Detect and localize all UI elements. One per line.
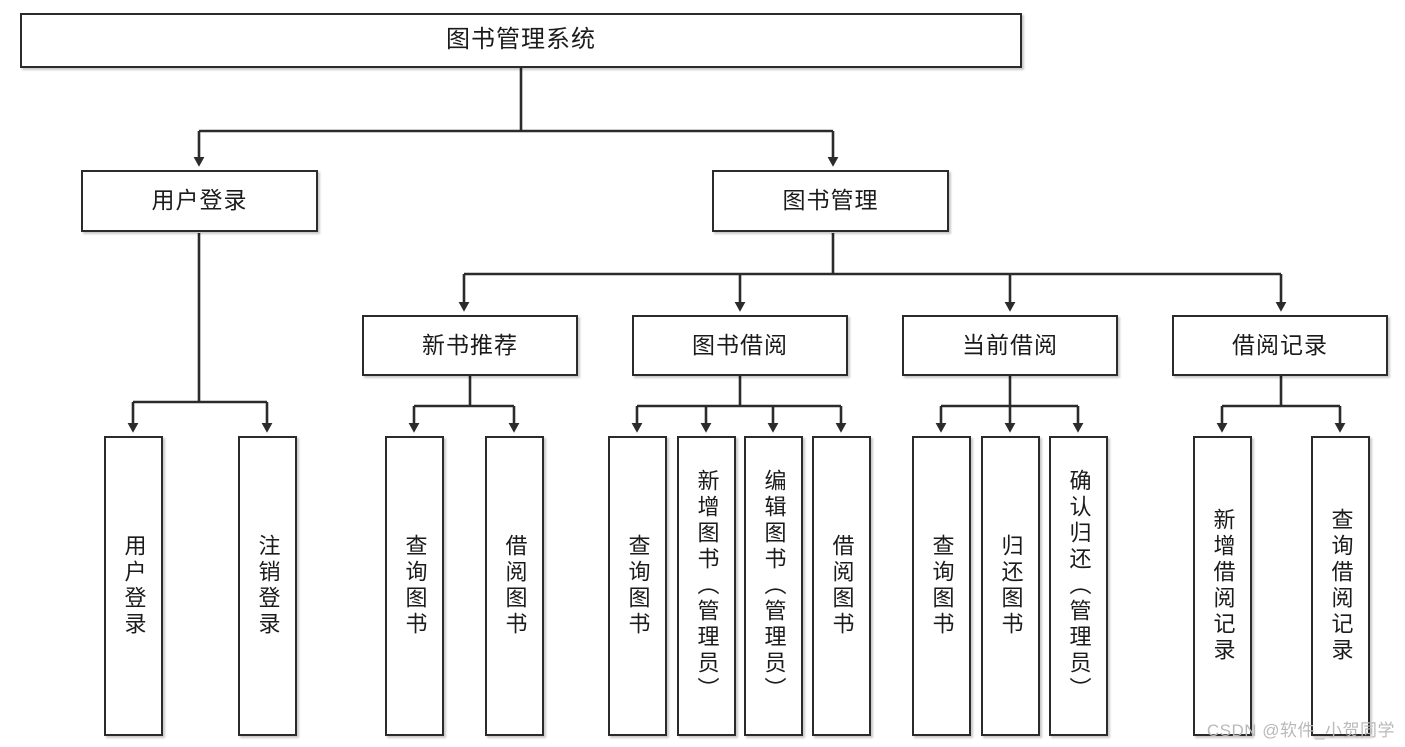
node-leaf-query-record[interactable]: 查询借阅记录 xyxy=(1311,436,1370,736)
node-leaf-add-book[interactable]: 新增图书（管理员） xyxy=(677,436,736,736)
node-leaf-borrow-book-2-label: 借阅图书 xyxy=(829,534,855,638)
node-leaf-add-record-label: 新增借阅记录 xyxy=(1210,508,1236,664)
node-book-borrow-label: 图书借阅 xyxy=(692,331,788,358)
node-leaf-borrow-book-2[interactable]: 借阅图书 xyxy=(812,436,871,736)
node-root[interactable]: 图书管理系统 xyxy=(20,13,1022,68)
node-leaf-logout[interactable]: 注销登录 xyxy=(238,436,297,736)
node-leaf-query-book-2[interactable]: 查询图书 xyxy=(608,436,667,736)
node-current-borrow-label: 当前借阅 xyxy=(962,331,1058,358)
node-leaf-query-book-1[interactable]: 查询图书 xyxy=(385,436,444,736)
node-leaf-user-login-label: 用户登录 xyxy=(121,534,147,638)
node-leaf-query-book-3[interactable]: 查询图书 xyxy=(912,436,971,736)
node-book-borrow[interactable]: 图书借阅 xyxy=(632,315,848,376)
node-leaf-query-record-label: 查询借阅记录 xyxy=(1328,508,1354,664)
node-leaf-logout-label: 注销登录 xyxy=(255,534,281,638)
node-book-manage-label: 图书管理 xyxy=(782,187,879,214)
node-leaf-confirm-return-label: 确认归还（管理员） xyxy=(1066,469,1092,703)
node-borrow-record-label: 借阅记录 xyxy=(1232,331,1328,358)
node-leaf-query-book-3-label: 查询图书 xyxy=(929,534,955,638)
node-user-login[interactable]: 用户登录 xyxy=(81,170,318,232)
node-book-manage[interactable]: 图书管理 xyxy=(712,170,949,232)
node-user-login-label: 用户登录 xyxy=(151,187,248,214)
node-leaf-borrow-book-1-label: 借阅图书 xyxy=(502,534,528,638)
node-new-book-recommend[interactable]: 新书推荐 xyxy=(362,315,578,376)
node-root-label: 图书管理系统 xyxy=(446,26,596,54)
node-leaf-edit-book[interactable]: 编辑图书（管理员） xyxy=(744,436,803,736)
node-leaf-borrow-book-1[interactable]: 借阅图书 xyxy=(485,436,544,736)
node-new-book-recommend-label: 新书推荐 xyxy=(422,331,518,358)
node-leaf-add-book-label: 新增图书（管理员） xyxy=(694,469,720,703)
node-leaf-add-record[interactable]: 新增借阅记录 xyxy=(1193,436,1252,736)
node-leaf-edit-book-label: 编辑图书（管理员） xyxy=(761,469,787,703)
node-leaf-return-book-label: 归还图书 xyxy=(998,534,1024,638)
node-borrow-record[interactable]: 借阅记录 xyxy=(1172,315,1388,376)
node-current-borrow[interactable]: 当前借阅 xyxy=(902,315,1118,376)
node-leaf-confirm-return[interactable]: 确认归还（管理员） xyxy=(1049,436,1108,736)
node-leaf-query-book-1-label: 查询图书 xyxy=(402,534,428,638)
csdn-watermark: CSDN @软件_小贺同学 xyxy=(1206,721,1395,740)
node-leaf-user-login[interactable]: 用户登录 xyxy=(104,436,163,736)
node-leaf-return-book[interactable]: 归还图书 xyxy=(981,436,1040,736)
node-leaf-query-book-2-label: 查询图书 xyxy=(625,534,651,638)
